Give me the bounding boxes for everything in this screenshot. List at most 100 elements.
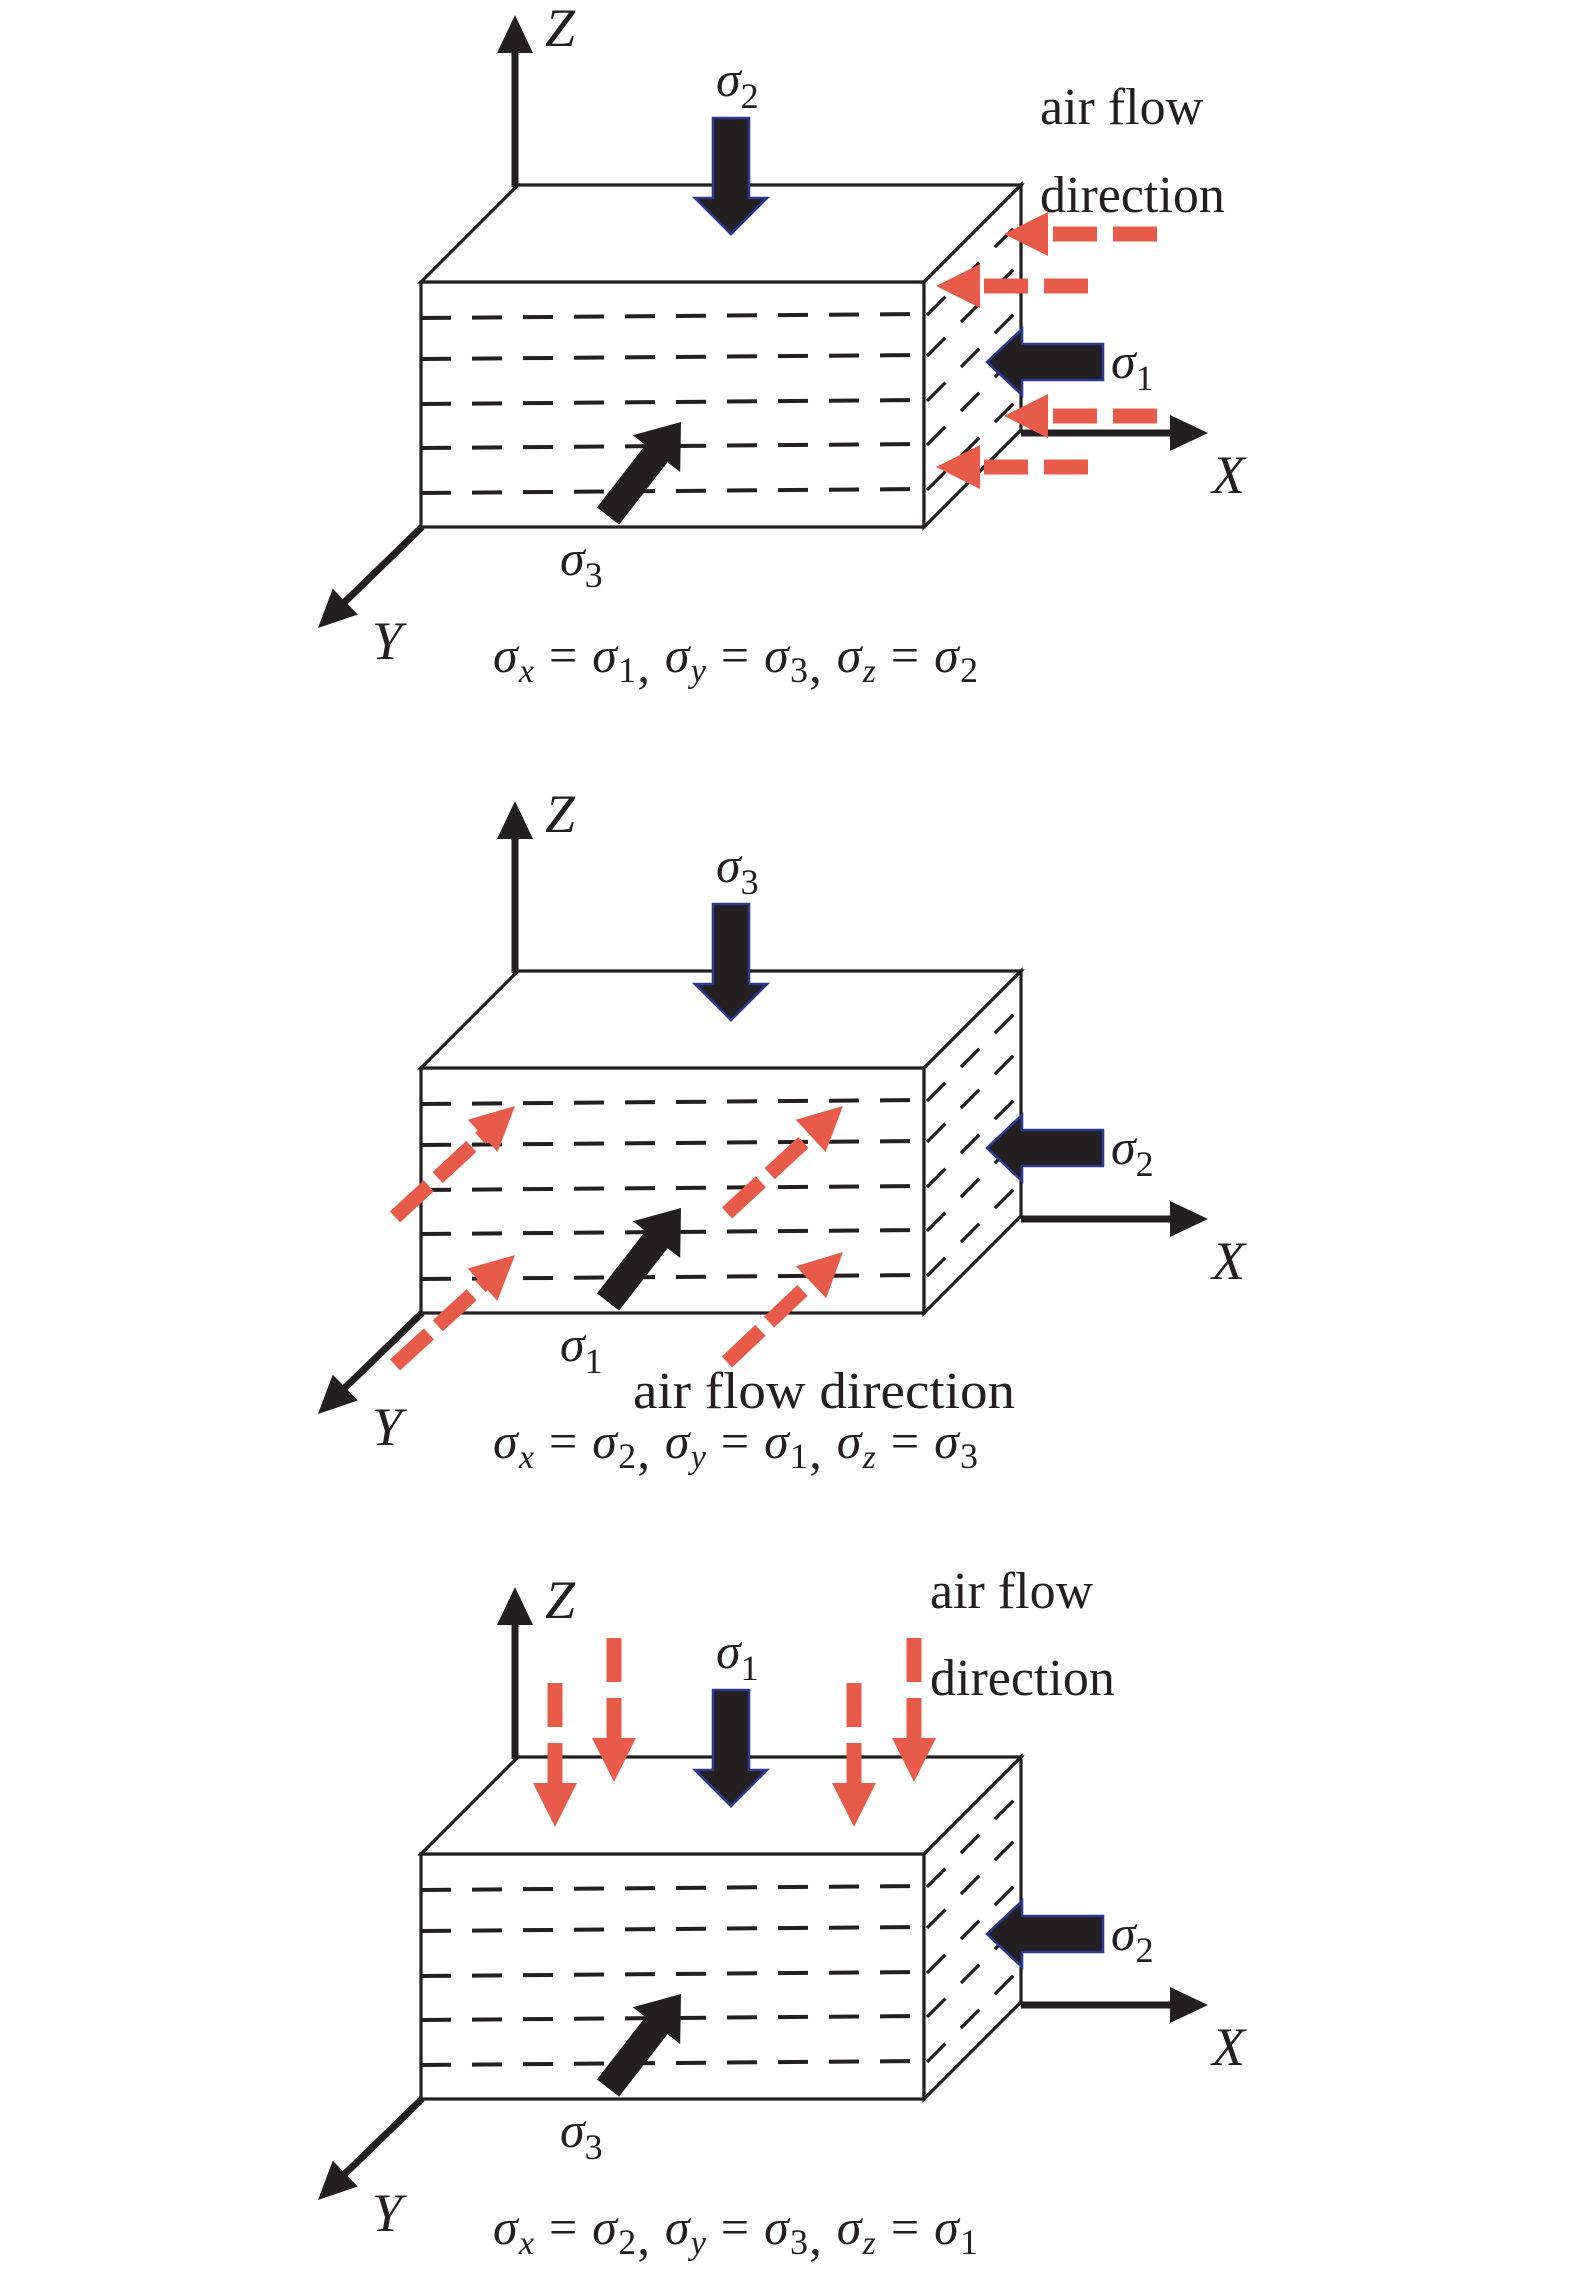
side-stress-arrow (985, 1111, 1105, 1185)
air-flow-arrow (389, 1255, 515, 1371)
side-stress-label: σ2 (1111, 1119, 1154, 1184)
front-stress-arrow (596, 1208, 681, 1311)
front-bedding-line (420, 1139, 921, 1147)
z-axis-label: Z (545, 784, 576, 844)
y-axis-head (318, 1374, 358, 1414)
sigma-symbol: σ (716, 1623, 743, 1679)
sigma-symbol: σ (716, 837, 743, 893)
air-flow-arrow-shaft (721, 1129, 817, 1219)
stress-equation: σx = σ1, σy = σ3, σz = σ2 (493, 627, 978, 693)
equation-separator: , (637, 2209, 663, 2265)
front-bedding-line (420, 1273, 921, 1281)
air-flow-arrow-head (1004, 212, 1048, 256)
sigma-symbol: σ (560, 530, 587, 586)
top-stress-label: σ2 (716, 51, 759, 116)
sigma-symbol: σ (1111, 1905, 1138, 1961)
z-axis-head (497, 15, 533, 53)
sigma-symbol: σ (716, 51, 743, 107)
side-bedding-line (925, 1091, 1023, 1189)
equation-stress-subscript: 3 (790, 2222, 808, 2262)
front-face (419, 280, 926, 529)
equation-sigma: σ (665, 2199, 692, 2255)
air-flow-label-line-2: direction (930, 1650, 1115, 1707)
air-flow-arrow (892, 1638, 936, 1782)
x-axis-head (1170, 1987, 1208, 2023)
y-axis-line (341, 1310, 425, 1392)
sigma-subscript: 3 (585, 555, 603, 595)
z-axis-head (497, 801, 533, 839)
sigma-subscript: 2 (1136, 1144, 1154, 1184)
top-stress-label: σ1 (716, 1623, 759, 1688)
x-axis-label: X (1210, 2017, 1247, 2077)
air-flow-label: air flow direction (633, 1363, 1015, 1420)
equation-axis-subscript: x (518, 653, 534, 690)
y-axis-line (341, 2096, 425, 2178)
equation-axis-subscript: x (518, 1439, 534, 1476)
air-flow-arrow-shaft (389, 1278, 489, 1371)
side-bedding-line (925, 305, 1023, 403)
air-flow-arrow (832, 1683, 876, 1827)
stress-equation: σx = σ2, σy = σ1, σz = σ3 (493, 1413, 978, 1479)
side-bedding-line (925, 1180, 1023, 1278)
y-axis-label: Y (372, 2183, 407, 2243)
air-flow-arrow (592, 1638, 636, 1782)
air-flow-arrow-head (592, 1738, 636, 1782)
side-bedding-line (925, 1877, 1023, 1975)
equation-sigma: σ (764, 1413, 791, 1469)
equation-sigma: σ (837, 1413, 864, 1469)
y-axis-head (318, 2160, 358, 2200)
sigma-symbol: σ (1111, 1119, 1138, 1175)
equation-axis-subscript: y (688, 653, 707, 690)
front-bedding-line (420, 398, 921, 406)
stress-equation: σx = σ2, σy = σ3, σz = σ1 (493, 2199, 978, 2265)
equation-sigma: σ (934, 627, 961, 683)
equation-separator: , (809, 2209, 835, 2265)
y-axis-line (341, 524, 425, 606)
equation-equals: = (877, 1413, 933, 1469)
equation-equals: = (535, 2199, 591, 2255)
sigma-symbol: σ (560, 1316, 587, 1372)
sigma-symbol: σ (1111, 333, 1138, 389)
side-bedding-line (925, 1966, 1023, 2064)
air-flow: air flow direction (533, 1563, 1115, 1827)
front-stress-label: σ3 (560, 530, 603, 595)
equation-stress-subscript: 1 (618, 650, 636, 690)
equation-equals: = (535, 1413, 591, 1469)
air-flow-arrow-head (533, 1783, 577, 1827)
equation-axis-subscript: z (862, 1439, 876, 1476)
front-bedding-line (420, 1228, 921, 1236)
equation-separator: , (637, 637, 663, 693)
z-axis-head (497, 1587, 533, 1625)
equation-equals: = (877, 2199, 933, 2255)
front-bedding-line (420, 1970, 921, 1978)
specimen-box (417, 1753, 1025, 2103)
equation-axis-subscript: x (518, 2225, 534, 2262)
side-stress-arrow (985, 325, 1105, 399)
specimen-box (417, 181, 1025, 531)
y-axis-label: Y (372, 1397, 407, 1457)
air-flow-label-line-1: air flow (930, 1563, 1094, 1620)
air-flow-arrow-head (467, 1255, 515, 1301)
equation-stress-subscript: 3 (960, 1436, 978, 1476)
x-axis-label: X (1210, 1231, 1247, 1291)
equation-separator: , (809, 1423, 835, 1479)
equation-stress-subscript: 3 (790, 650, 808, 690)
front-bedding-line (420, 1098, 921, 1106)
side-bedding-line (925, 1832, 1023, 1930)
bedding-layers (420, 219, 1023, 495)
sigma-subscript: 3 (741, 862, 759, 902)
y-axis-label: Y (372, 611, 407, 671)
z-axis-label: Z (545, 1570, 576, 1630)
side-stress-label: σ2 (1111, 1905, 1154, 1970)
air-flow: air flow direction (389, 1106, 1015, 1420)
side-stress-arrow (985, 1897, 1105, 1971)
sigma-subscript: 2 (741, 76, 759, 116)
equation-stress-subscript: 2 (618, 1436, 636, 1476)
top-stress-arrow (691, 1688, 771, 1808)
air-flow-arrow-head (832, 1783, 876, 1827)
air-flow-arrow-shaft (389, 1129, 489, 1223)
sigma-subscript: 1 (1136, 358, 1154, 398)
sigma-subscript: 1 (741, 1648, 759, 1688)
